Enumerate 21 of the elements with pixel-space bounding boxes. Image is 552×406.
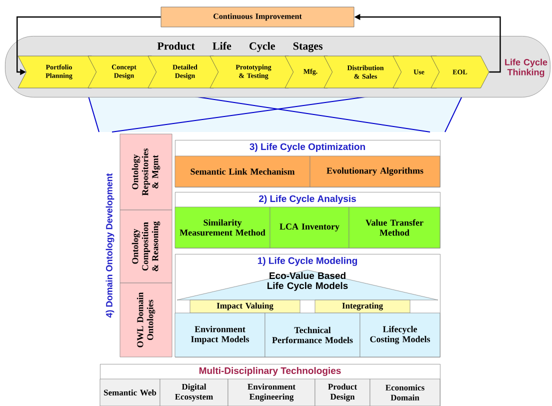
ontology-box: Ontology Repositories & Mgmt xyxy=(120,134,172,210)
cell-box: Semantic Link Mechanism xyxy=(174,156,310,188)
cell-box: Integrating xyxy=(314,300,410,314)
cell-box: LCA Inventory xyxy=(270,206,350,248)
cell-box: Value Transfer Method xyxy=(348,206,440,248)
cell-box: Impact Valuing xyxy=(190,300,300,314)
cell-box: Evolutionary Algorithms xyxy=(310,156,440,188)
cell-box: Semantic Web xyxy=(100,378,160,406)
vertical-label: 4) Domain Ontology Development xyxy=(106,173,114,318)
ontology-box: Ontology Composition & Reasoning xyxy=(120,210,172,284)
cell-box: Environment Engineering xyxy=(228,378,316,406)
ontology-box: OWL Domain Ontologies xyxy=(120,282,172,358)
cell-box: Product Design xyxy=(314,378,370,406)
cell-box: Economics Domain xyxy=(370,378,440,406)
node-label: Environment Engineering xyxy=(248,384,296,402)
cell-box: Lifecycle Costing Models xyxy=(360,312,440,358)
process-box: Continuous Improvement xyxy=(160,6,354,28)
cell-box: Digital Ecosystem xyxy=(160,378,228,406)
cell-box: Similarity Measurement Method xyxy=(174,206,270,248)
cell-box: Technical Performance Models xyxy=(264,312,360,358)
cell-box: Environment Impact Models xyxy=(174,312,266,358)
